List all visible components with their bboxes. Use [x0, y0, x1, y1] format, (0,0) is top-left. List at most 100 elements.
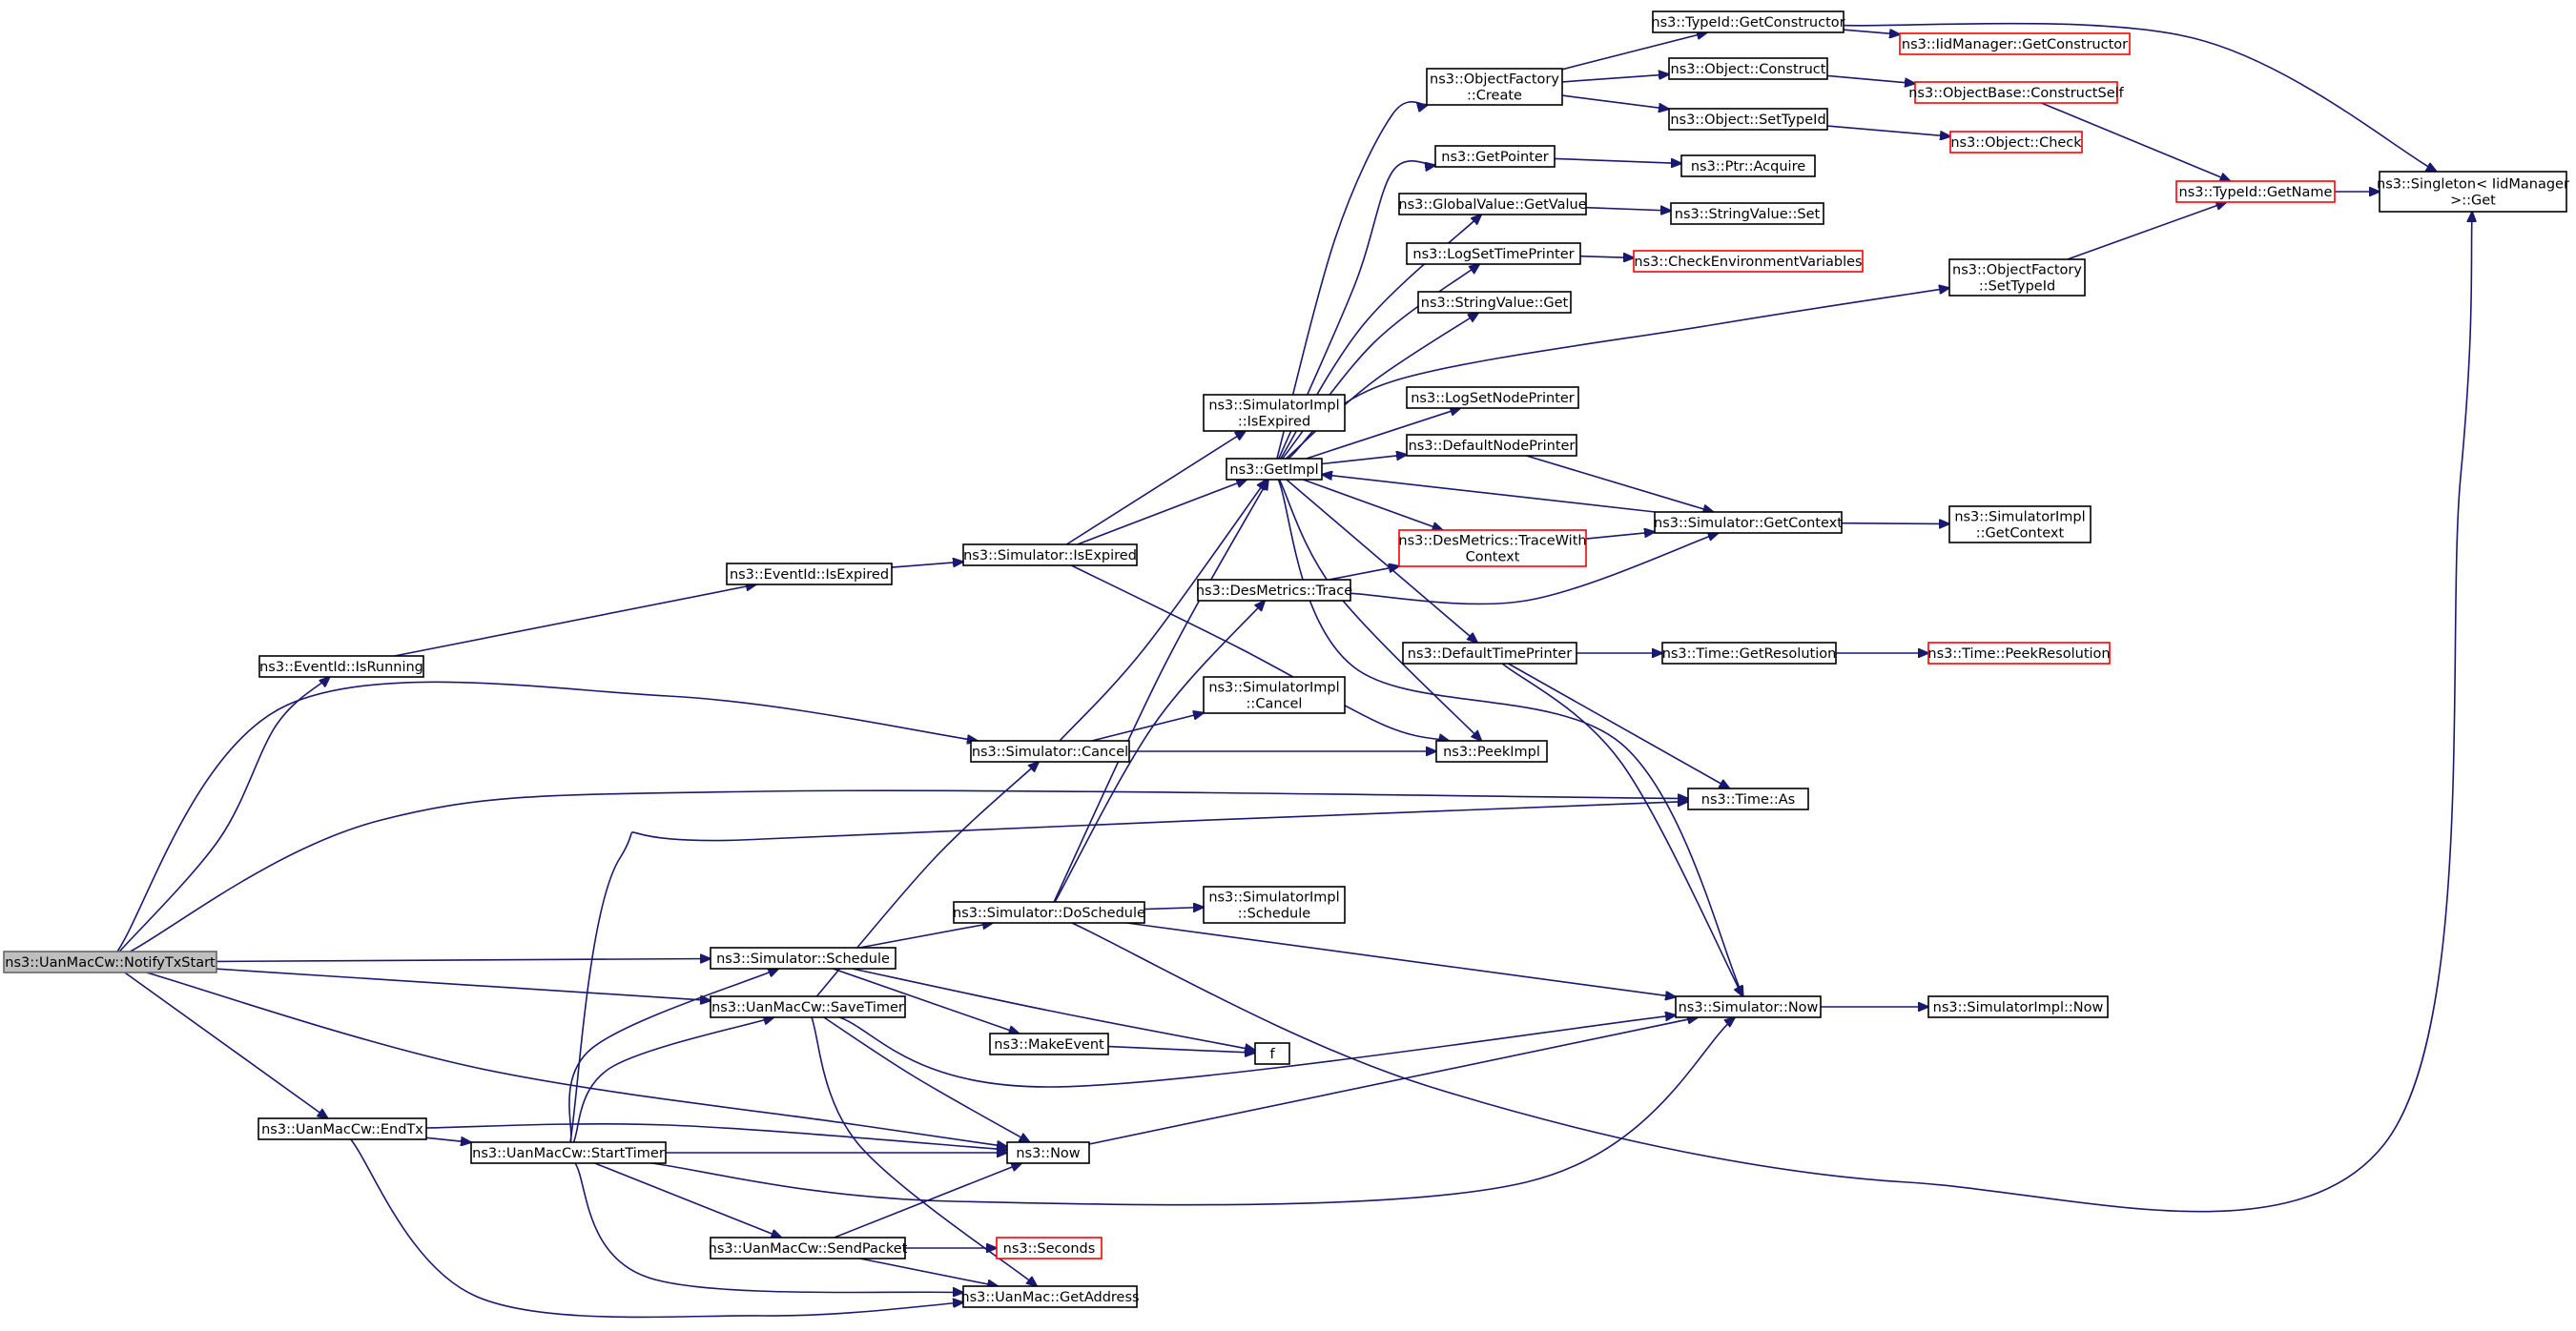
- node-simulatorimpl-schedule[interactable]: ns3::SimulatorImpl::Schedule: [1203, 886, 1346, 924]
- edge-notifytxstart-to-now: [146, 972, 1007, 1147]
- edge-uanmaccw-starttimer-to-uanmac-getaddress: [574, 1162, 963, 1293]
- edge-defaulttimeprinter-to-simulator-now: [1501, 663, 1742, 996]
- node-time-peekresolution[interactable]: ns3::Time::PeekResolution: [1927, 642, 2111, 665]
- node-label-globalvalue-getvalue: ns3::GlobalValue::GetValue: [1398, 197, 1586, 213]
- node-desmetrics-trace[interactable]: ns3::DesMetrics::Trace: [1196, 579, 1352, 602]
- node-defaulttimeprinter[interactable]: ns3::DefaultTimePrinter: [1402, 642, 1577, 665]
- node-simulatorimpl-getcontext[interactable]: ns3::SimulatorImpl::GetContext: [1948, 505, 2092, 543]
- node-uanmac-getaddress[interactable]: ns3::UanMac::GetAddress: [960, 1285, 1140, 1308]
- edge-simulator-schedule-to-simulator-doschedule: [858, 923, 993, 949]
- node-iidmanager-getconstructor[interactable]: ns3::IidManager::GetConstructor: [1899, 32, 2131, 55]
- node-label-f: f: [1269, 1047, 1275, 1062]
- node-typeid-getconstructor[interactable]: ns3::TypeId::GetConstructor: [1651, 10, 1845, 33]
- node-label-time-getresolution: ns3::Time::GetResolution: [1662, 646, 1837, 662]
- node-simulator-doschedule[interactable]: ns3::Simulator::DoSchedule: [953, 901, 1145, 924]
- node-label-typeid-getconstructor: ns3::TypeId::GetConstructor: [1651, 15, 1844, 31]
- node-time-getresolution[interactable]: ns3::Time::GetResolution: [1661, 642, 1837, 665]
- edge-getimpl-to-objectfactory-settypeid: [1288, 288, 1949, 460]
- node-simulator-schedule[interactable]: ns3::Simulator::Schedule: [710, 947, 896, 970]
- edge-objectfactory-settypeid-to-typeid-getname: [2067, 202, 2227, 260]
- edge-uanmaccw-savetimer-to-uanmac-getaddress: [811, 1016, 1037, 1286]
- node-label-objectfactory-settypeid: ns3::ObjectFactory: [1952, 263, 2082, 278]
- edge-simulator-schedule-to-makeevent: [833, 968, 1020, 1034]
- node-objectfactory-settypeid[interactable]: ns3::ObjectFactory::SetTypeId: [1948, 258, 2086, 297]
- node-label-notifytxstart: ns3::UanMacCw::NotifyTxStart: [5, 955, 216, 971]
- edge-uanmaccw-starttimer-to-time-as: [569, 802, 1688, 1143]
- node-simulator-getcontext[interactable]: ns3::Simulator::GetContext: [1654, 511, 1843, 534]
- node-checkenvironmentvariables[interactable]: ns3::CheckEnvironmentVariables: [1633, 250, 1864, 273]
- edge-getimpl-to-defaultnodeprinter: [1321, 455, 1407, 465]
- node-label-simulator-isexpired: ns3::Simulator::IsExpired: [963, 548, 1137, 563]
- node-label-time-as: ns3::Time::As: [1701, 792, 1795, 808]
- node-stringvalue-get[interactable]: ns3::StringValue::Get: [1417, 291, 1572, 314]
- node-label-typeid-getname: ns3::TypeId::GetName: [2179, 185, 2333, 200]
- node-typeid-getname[interactable]: ns3::TypeId::GetName: [2175, 180, 2336, 203]
- edge-uanmaccw-savetimer-to-now: [823, 1016, 1030, 1142]
- edge-object-settypeid-to-object-check: [1826, 125, 1950, 136]
- node-uanmaccw-sendpacket[interactable]: ns3::UanMacCw::SendPacket: [709, 1237, 908, 1259]
- edge-uanmaccw-starttimer-to-simulator-now: [650, 1017, 1735, 1206]
- edge-typeid-getconstructor-to-iidmanager-getconstructor: [1843, 30, 1900, 34]
- node-getpointer[interactable]: ns3::GetPointer: [1434, 145, 1556, 168]
- edge-notifytxstart-to-uanmaccw-endtx: [124, 972, 328, 1118]
- node-object-check[interactable]: ns3::Object::Check: [1949, 131, 2083, 154]
- node-label-simulator-now: ns3::Simulator::Now: [1679, 1000, 1819, 1015]
- node-uanmaccw-savetimer[interactable]: ns3::UanMacCw::SaveTimer: [710, 995, 906, 1018]
- node-logsetnodeprinter[interactable]: ns3::LogSetNodePrinter: [1406, 386, 1579, 409]
- edge-simulator-doschedule-to-desmetrics-trace: [1054, 601, 1265, 903]
- node-f[interactable]: f: [1254, 1042, 1290, 1065]
- node-label-makeevent: ns3::MakeEvent: [994, 1037, 1104, 1053]
- edge-simulator-getcontext-to-getimpl: [1322, 475, 1656, 513]
- node-object-settypeid[interactable]: ns3::Object::SetTypeId: [1668, 108, 1828, 131]
- node-eventid-isexpired[interactable]: ns3::EventId::IsExpired: [726, 563, 893, 585]
- node-makeevent[interactable]: ns3::MakeEvent: [989, 1033, 1109, 1055]
- node-simulatorimpl-isexpired[interactable]: ns3::SimulatorImpl::IsExpired: [1203, 394, 1346, 432]
- node-globalvalue-getvalue[interactable]: ns3::GlobalValue::GetValue: [1398, 193, 1587, 215]
- node-simulator-cancel[interactable]: ns3::Simulator::Cancel: [970, 740, 1130, 763]
- node-singleton-get[interactable]: ns3::Singleton< IidManager >::Get: [2377, 171, 2569, 213]
- node-object-construct[interactable]: ns3::Object::Construct: [1668, 57, 1828, 80]
- node-defaultnodeprinter[interactable]: ns3::DefaultNodePrinter: [1406, 434, 1577, 457]
- node-stringvalue-set[interactable]: ns3::StringValue::Set: [1670, 202, 1824, 225]
- node-label-simulatorimpl-isexpired: ::IsExpired: [1238, 415, 1310, 430]
- edge-uanmaccw-sendpacket-to-now: [834, 1163, 1022, 1239]
- node-uanmaccw-endtx[interactable]: ns3::UanMacCw::EndTx: [258, 1117, 427, 1140]
- node-peekimpl[interactable]: ns3::PeekImpl: [1435, 740, 1548, 763]
- node-notifytxstart[interactable]: ns3::UanMacCw::NotifyTxStart: [3, 951, 217, 973]
- node-simulatorimpl-now[interactable]: ns3::SimulatorImpl::Now: [1927, 995, 2109, 1018]
- node-seconds[interactable]: ns3::Seconds: [996, 1237, 1103, 1259]
- edge-defaultnodeprinter-to-simulator-getcontext: [1526, 455, 1714, 512]
- edge-simulator-doschedule-to-getimpl: [1053, 480, 1268, 903]
- node-simulator-now[interactable]: ns3::Simulator::Now: [1675, 995, 1822, 1018]
- edge-globalvalue-getvalue-to-stringvalue-set: [1585, 208, 1671, 211]
- node-time-as[interactable]: ns3::Time::As: [1687, 788, 1809, 810]
- node-label-stringvalue-set: ns3::StringValue::Set: [1675, 207, 1821, 222]
- edge-objectfactory-create-to-object-construct: [1561, 74, 1669, 83]
- node-label-eventid-isrunning: ns3::EventId::IsRunning: [259, 660, 423, 675]
- edge-simulator-isexpired-to-simulatorimpl-isexpired: [1065, 431, 1246, 545]
- node-simulator-isexpired[interactable]: ns3::Simulator::IsExpired: [962, 543, 1138, 566]
- node-simulatorimpl-cancel[interactable]: ns3::SimulatorImpl::Cancel: [1203, 676, 1346, 714]
- node-label-defaultnodeprinter: ns3::DefaultNodePrinter: [1409, 439, 1576, 454]
- node-getimpl[interactable]: ns3::GetImpl: [1226, 458, 1323, 481]
- node-now[interactable]: ns3::Now: [1006, 1141, 1090, 1164]
- edge-desmetrics-tracewithcontext-to-simulator-getcontext: [1585, 532, 1655, 540]
- node-eventid-isrunning[interactable]: ns3::EventId::IsRunning: [258, 655, 424, 678]
- node-logsettimeprinter[interactable]: ns3::LogSetTimePrinter: [1406, 242, 1581, 265]
- node-ptr-acquire[interactable]: ns3::Ptr::Acquire: [1680, 154, 1816, 177]
- node-label-uanmaccw-sendpacket: ns3::UanMacCw::SendPacket: [709, 1241, 908, 1257]
- edge-simulator-doschedule-to-simulator-now: [1126, 922, 1676, 997]
- node-uanmaccw-starttimer[interactable]: ns3::UanMacCw::StartTimer: [470, 1141, 667, 1164]
- edge-notifytxstart-to-eventid-isrunning: [118, 677, 329, 952]
- edge-getimpl-to-logsetnodeprinter: [1306, 408, 1461, 460]
- node-label-eventid-isexpired: ns3::EventId::IsExpired: [730, 567, 889, 583]
- node-objectbase-constructself[interactable]: ns3::ObjectBase::ConstructSelf: [1908, 81, 2125, 104]
- node-label-defaulttimeprinter: ns3::DefaultTimePrinter: [1408, 646, 1572, 662]
- node-objectfactory-create[interactable]: ns3::ObjectFactory::Create: [1426, 68, 1563, 106]
- node-label-objectfactory-create: ::Create: [1467, 89, 1522, 104]
- node-label-objectbase-constructself: ns3::ObjectBase::ConstructSelf: [1908, 86, 2124, 101]
- node-label-simulatorimpl-cancel: ::Cancel: [1247, 697, 1303, 712]
- node-label-uanmaccw-endtx: ns3::UanMacCw::EndTx: [261, 1122, 423, 1137]
